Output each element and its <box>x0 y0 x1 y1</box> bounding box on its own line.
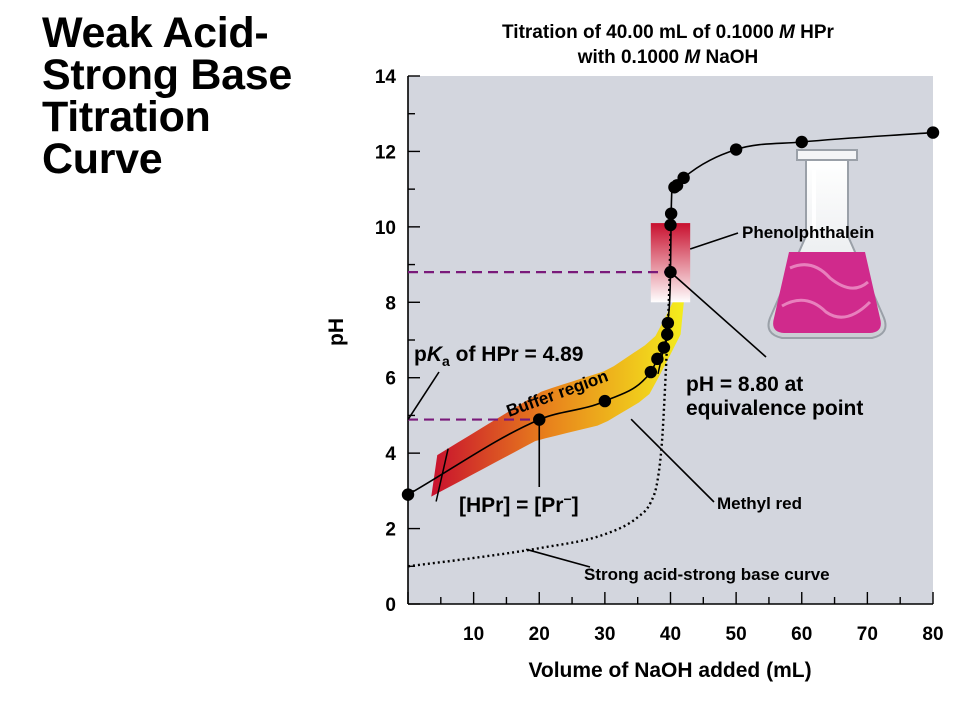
buffer-band-tick <box>435 448 449 502</box>
data-point <box>401 488 415 501</box>
y-tick-label: 4 <box>385 444 396 465</box>
y-tick-label: 14 <box>375 67 397 88</box>
data-point <box>729 143 743 156</box>
phenolphthalein-leader-line <box>689 232 739 250</box>
page-title-line-4: Curve <box>42 135 163 183</box>
hpr-pr-label: [HPr] = [Pr−] <box>459 491 579 517</box>
y-tick-label: 8 <box>385 293 396 314</box>
equivalence-label-line-2: equivalence point <box>686 397 863 420</box>
page-title-line-3: Titration <box>42 93 211 141</box>
data-point <box>664 207 678 220</box>
chart-title: Titration of 40.00 mL of 0.1000 M HPr wi… <box>502 22 835 68</box>
x-tick-label: 10 <box>463 624 484 645</box>
data-point <box>677 171 690 185</box>
page-title-line-2: Strong Base <box>42 51 292 99</box>
x-axis-title: Volume of NaOH added (mL) <box>528 659 811 682</box>
data-point <box>664 218 677 232</box>
data-point <box>598 394 612 408</box>
data-point <box>926 126 940 139</box>
x-tick-label: 50 <box>726 624 747 645</box>
methyl-red-leader-line <box>630 418 715 503</box>
pka-leader-line <box>407 371 440 421</box>
methyl-red-buffer-band <box>431 274 687 497</box>
x-tick-label: 70 <box>857 624 878 645</box>
x-tick-label: 60 <box>791 624 812 645</box>
equivalence-label-line-1: pH = 8.80 at <box>686 373 803 396</box>
annotation-leaders <box>407 232 767 568</box>
chart-title-line-2: with 0.1000 M NaOH <box>577 47 759 68</box>
y-tick-label: 12 <box>375 142 396 163</box>
page-title: Weak Acid- Strong Base Titration Curve <box>42 9 292 183</box>
strong-acid-leader-line <box>525 548 591 568</box>
x-tick-label: 40 <box>660 624 681 645</box>
chart-title-line-1: Titration of 40.00 mL of 0.1000 M HPr <box>502 22 835 43</box>
x-tick-label: 30 <box>594 624 615 645</box>
data-point <box>661 316 675 330</box>
y-tick-label: 6 <box>385 369 396 390</box>
y-tick-label: 2 <box>385 520 396 541</box>
axis-ticks: 0 2 4 6 8 10 12 14 10 20 30 40 50 60 70 80 <box>375 67 944 645</box>
data-point <box>644 365 658 379</box>
data-point <box>651 352 664 366</box>
data-point <box>661 328 674 341</box>
data-point <box>795 135 808 149</box>
data-point <box>657 341 671 354</box>
methyl-red-label: Methyl red <box>717 494 802 513</box>
y-axis-title: pH <box>325 318 348 346</box>
flask-icon <box>767 149 887 339</box>
y-tick-label: 10 <box>375 218 396 239</box>
pka-label: pKa of HPr = 4.89 <box>414 343 583 369</box>
equivalence-leader-line <box>669 271 767 358</box>
y-tick-label: 0 <box>385 595 396 616</box>
x-tick-label: 20 <box>529 624 550 645</box>
x-tick-label: 80 <box>922 624 943 645</box>
page-title-line-1: Weak Acid- <box>42 9 269 57</box>
strong-acid-label: Strong acid-strong base curve <box>584 565 830 584</box>
data-points <box>401 126 940 501</box>
phenolphthalein-label: Phenolphthalein <box>742 223 874 242</box>
